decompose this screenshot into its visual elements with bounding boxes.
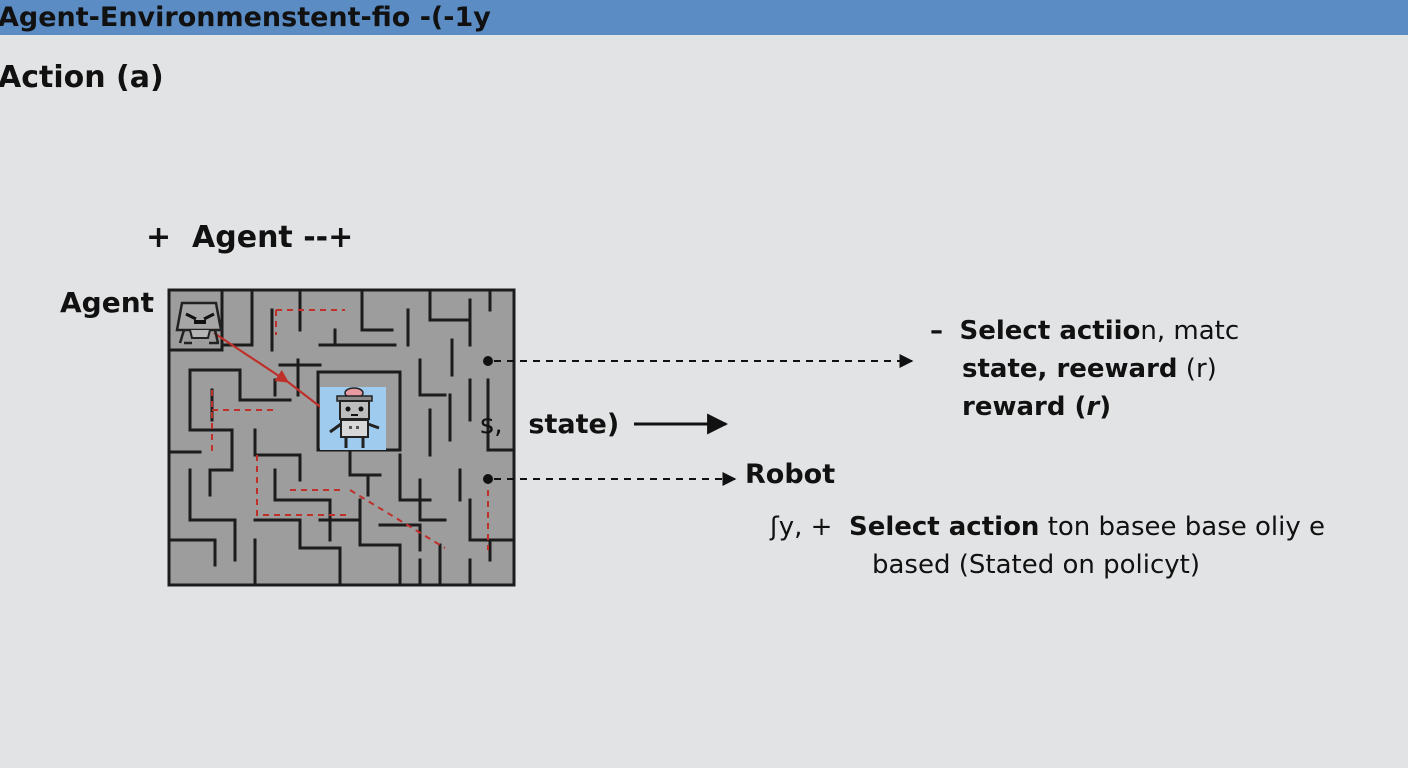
- note-bottom-line1: ʃy, + Select action ton basee base oliy …: [770, 512, 1325, 543]
- note-top-line2-bold: state, reeward: [962, 354, 1178, 384]
- action-heading: Action (a): [0, 60, 164, 95]
- state-label-text: state): [528, 409, 620, 440]
- note-top-dash: –: [930, 316, 943, 346]
- note-bottom-line2: based (Stated on policyt): [872, 550, 1201, 580]
- agent-header-plus: +: [146, 220, 172, 255]
- robot-label: Robot: [745, 459, 836, 490]
- note-top-line1-bold: Select actiio: [959, 316, 1141, 346]
- agent-header-dashes: --+: [303, 220, 354, 255]
- note-bottom-bold: Select action: [848, 512, 1040, 542]
- note-top-line2: state, reeward (r): [962, 354, 1217, 385]
- robot-icon: [320, 387, 386, 450]
- note-top-line3: reward (r): [962, 392, 1111, 423]
- note-top-line3-r: r: [1086, 392, 1100, 422]
- note-top-line1-rest: n, matc: [1140, 316, 1240, 346]
- diagram-title: Agent-Environmenstent-fio -(-1y: [0, 2, 491, 33]
- connectors: [483, 354, 914, 486]
- state-label-s: s,: [480, 409, 503, 440]
- maze-path-dashed: [211, 309, 489, 550]
- connector-dot-bottom: [483, 474, 493, 484]
- agent-side-label: Agent: [60, 286, 155, 319]
- maze-walls: [167, 288, 516, 587]
- state-label: s, state): [480, 409, 619, 441]
- note-bottom-rest: ton basee base oliy e: [1039, 512, 1326, 542]
- agent-robot-icon: [175, 301, 223, 345]
- maze: [167, 288, 516, 587]
- note-top-line3-text: reward (: [962, 392, 1087, 422]
- note-bottom-prefix: ʃy, +: [770, 512, 833, 542]
- note-top-line1: – Select actiion, matc: [930, 316, 1239, 347]
- connector-dot-top: [483, 356, 493, 366]
- note-top-line3-end: ): [1099, 392, 1112, 422]
- agent-header-label: Agent: [192, 220, 293, 255]
- title-bar: Agent-Environmenstent-fio -(-1y: [0, 0, 1408, 35]
- agent-header: + Agent --+: [146, 220, 353, 256]
- note-top-line2-rest: (r): [1177, 354, 1217, 384]
